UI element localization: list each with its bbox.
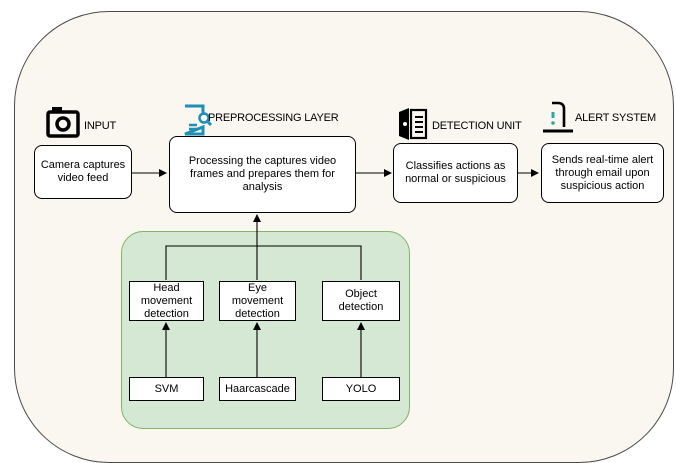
classify-box-text: Classifies actions as normal or suspicio… — [405, 160, 506, 185]
haarcascade-text: Haarcascade — [225, 382, 290, 395]
haarcascade-box: Haarcascade — [219, 377, 296, 401]
svm-box: SVM — [129, 377, 204, 401]
classify-box: Classifies actions as normal or suspicio… — [393, 143, 518, 203]
object-detection-box: Object detection — [322, 281, 400, 321]
processing-box: Processing the captures video frames and… — [169, 136, 356, 213]
yolo-text: YOLO — [345, 382, 377, 395]
eye-movement-box: Eye movement detection — [219, 281, 296, 321]
head-movement-box: Head movement detection — [129, 281, 204, 321]
camera-icon — [46, 104, 80, 143]
camera-box-text: Camera captures video feed — [40, 159, 126, 184]
connectors — [132, 169, 539, 377]
yolo-box: YOLO — [322, 377, 400, 401]
document-search-icon — [182, 103, 213, 142]
processing-box-text: Processing the captures video frames and… — [188, 155, 337, 193]
alarm-bell-icon — [541, 101, 575, 142]
section-label-preprocessing: PREPROCESSING LAYER — [208, 112, 339, 124]
section-label-alert: ALERT SYSTEM — [575, 112, 656, 124]
camera-box: Camera captures video feed — [34, 145, 132, 199]
eye-movement-text: Eye movement detection — [231, 281, 284, 320]
head-movement-text: Head movement detection — [140, 281, 193, 320]
alert-box-text: Sends real-time alert through email upon… — [551, 153, 654, 192]
section-label-detection: DETECTION UNIT — [432, 120, 522, 132]
alert-box: Sends real-time alert through email upon… — [541, 143, 664, 203]
section-label-input: INPUT — [84, 120, 117, 132]
detection-book-icon — [397, 106, 429, 147]
svm-text: SVM — [154, 382, 179, 395]
object-detection-text: Object detection — [338, 288, 384, 313]
bus-line — [165, 245, 362, 280]
